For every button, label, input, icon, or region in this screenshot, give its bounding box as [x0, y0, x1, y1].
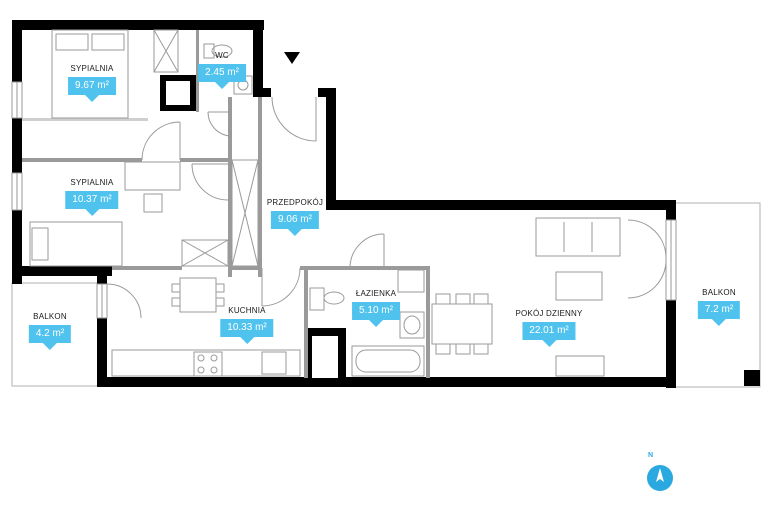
room-name: BALKON [702, 288, 736, 297]
room-wc: WC 2.45 m² [198, 51, 246, 89]
room-sypialnia-1: SYPIALNIA 9.67 m² [68, 64, 116, 102]
area-badge: 9.06 m² [271, 211, 319, 236]
room-name: POKÓJ DZIENNY [515, 309, 583, 318]
compass-label: N [648, 452, 654, 459]
area-badge: 7.2 m² [697, 301, 741, 326]
room-name: BALKON [33, 312, 67, 321]
room-name: KUCHNIA [228, 306, 266, 315]
furniture [29, 29, 621, 377]
doors [106, 96, 667, 319]
room-kuchnia: KUCHNIA 10.33 m² [220, 306, 274, 344]
area-badge: 10.33 m² [220, 319, 274, 344]
entrance-arrow-icon [284, 52, 300, 64]
area-badge: 5.10 m² [352, 302, 400, 327]
interior-walls [22, 30, 430, 378]
room-lazienka: ŁAZIENKA 5.10 m² [352, 289, 400, 327]
room-name: SYPIALNIA [70, 178, 114, 187]
room-sypialnia-2: SYPIALNIA 10.37 m² [65, 178, 119, 216]
room-name: WC [215, 51, 229, 60]
exterior-walls [12, 20, 760, 388]
room-balkon-2: BALKON 7.2 m² [697, 288, 741, 326]
area-badge: 4.2 m² [28, 325, 72, 350]
room-name: PRZEDPOKÓJ [266, 198, 324, 207]
area-badge: 2.45 m² [198, 64, 246, 89]
room-pokoj-dzienny: POKÓJ DZIENNY 22.01 m² [515, 309, 583, 347]
compass-needle-icon [656, 468, 664, 482]
area-badge: 9.67 m² [68, 77, 116, 102]
room-name: SYPIALNIA [70, 64, 114, 73]
room-przedpokoj: PRZEDPOKÓJ 9.06 m² [266, 198, 324, 236]
area-badge: 10.37 m² [65, 191, 119, 216]
area-badge: 22.01 m² [522, 322, 576, 347]
room-name: ŁAZIENKA [355, 289, 397, 298]
room-balkon-1: BALKON 4.2 m² [28, 312, 72, 350]
